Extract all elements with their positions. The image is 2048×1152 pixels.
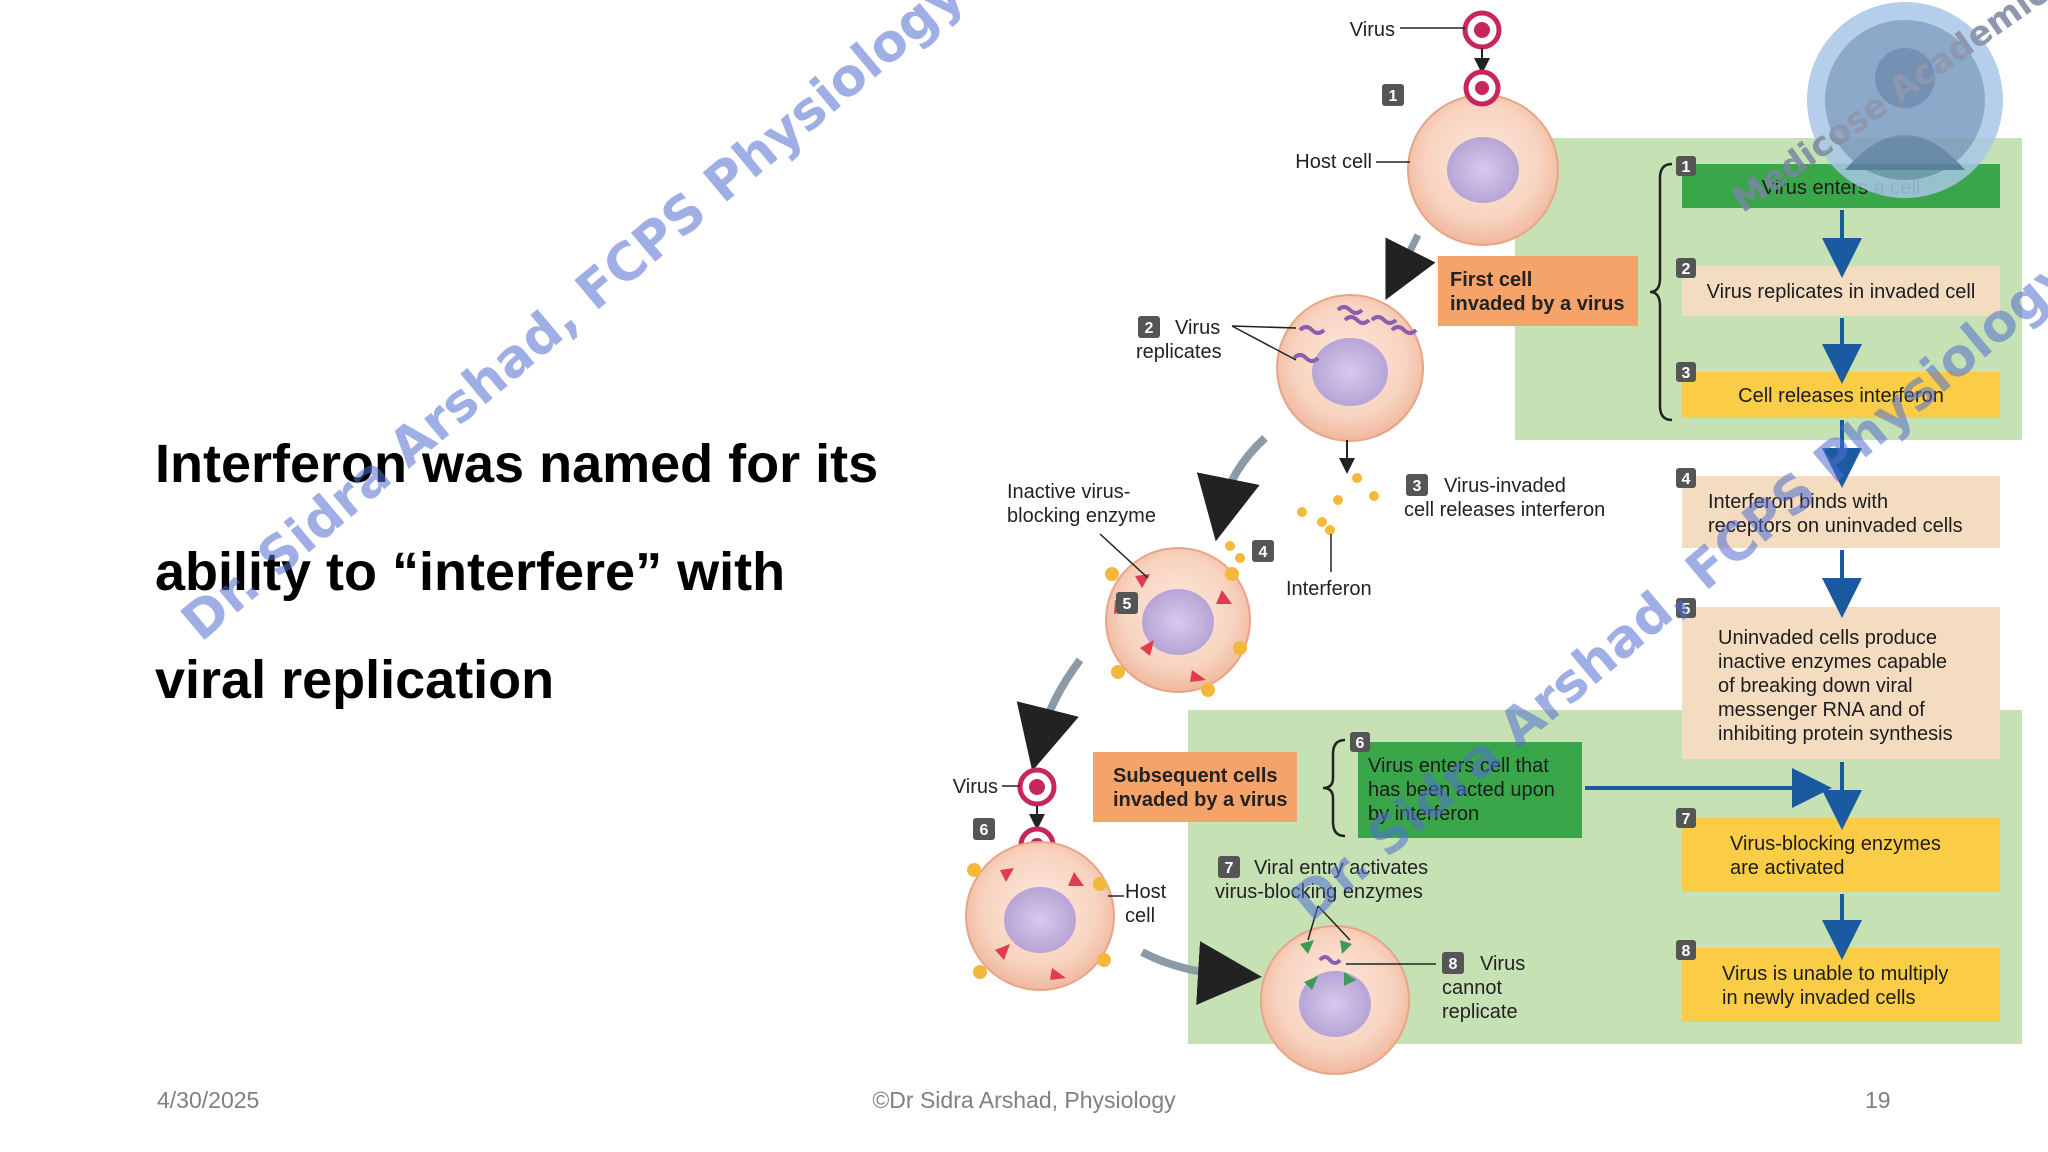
label-step3-b: cell releases interferon	[1404, 499, 1605, 521]
label-step8-b: cannot	[1442, 977, 1502, 999]
flow-4-text-b: receptors on uninvaded cells	[1708, 515, 1963, 537]
flow-2-text: Virus replicates in invaded cell	[1707, 281, 1976, 303]
body-line-3: viral replication	[155, 650, 555, 710]
footer-date: 4/30/2025	[157, 1087, 260, 1113]
svg-text:1: 1	[1682, 159, 1691, 176]
grey-arrow-4	[1140, 941, 1262, 1006]
interferon-dots	[1225, 473, 1379, 563]
page-number: 19	[1865, 1087, 1891, 1113]
label-inactive-b: blocking enzyme	[1007, 505, 1156, 527]
label-host-cell-bottom-b: cell	[1125, 905, 1155, 927]
host-cell-2-nucleus	[1312, 338, 1388, 406]
label-host-cell-bottom-a: Host	[1125, 881, 1167, 903]
flow-5-text-d: messenger RNA and of	[1718, 699, 1925, 721]
subsequent-box	[1093, 752, 1297, 822]
flow-7-text-a: Virus-blocking enzymes	[1730, 833, 1941, 855]
flow-5-text-e: inhibiting protein synthesis	[1718, 723, 1953, 745]
label-interferon: Interferon	[1286, 578, 1372, 600]
label-step8-a: Virus	[1480, 953, 1525, 975]
svg-text:2: 2	[1682, 261, 1691, 278]
active-enzymes	[1300, 940, 1356, 990]
receptors-4	[967, 863, 1111, 979]
svg-text:3: 3	[1682, 365, 1691, 382]
badge-6: 6	[980, 822, 989, 839]
svg-text:6: 6	[1356, 735, 1365, 752]
badge-4: 4	[1259, 544, 1268, 561]
enzymes-cell-4	[995, 868, 1084, 980]
step6-text-c: by interferon	[1368, 803, 1479, 825]
replicating-virus-rna	[1292, 305, 1418, 363]
first-cell-text-a: First cell	[1450, 269, 1532, 291]
grey-arrow-3	[1016, 657, 1084, 772]
step-badges: 1 2 3 4 5 6 7 8 1 2 3 4 5 6 7 8	[973, 84, 1696, 974]
flow-box-8	[1682, 948, 2000, 1022]
grey-arrow-1	[1385, 233, 1436, 301]
label-step7-b: virus-blocking enzymes	[1215, 881, 1423, 903]
badge-2: 2	[1145, 320, 1154, 337]
svg-text:7: 7	[1682, 811, 1691, 828]
body-line-1: Interferon was named for its	[155, 434, 879, 494]
subsequent-text-b: invaded by a virus	[1113, 789, 1288, 811]
step6-box	[1358, 742, 1582, 838]
label-step7-a: Viral entry activates	[1254, 857, 1428, 879]
label-host-cell: Host cell	[1295, 151, 1372, 173]
svg-text:4: 4	[1682, 471, 1691, 488]
label-step3-a: Virus-invaded	[1444, 475, 1566, 497]
step6-text-b: has been acted upon	[1368, 779, 1555, 801]
flow-8-text-a: Virus is unable to multiply	[1722, 963, 1948, 985]
flow-5-text-c: of breaking down viral	[1718, 675, 1913, 697]
subsequent-text-a: Subsequent cells	[1113, 765, 1278, 787]
label-virus-top: Virus	[1350, 19, 1395, 41]
first-cell-box	[1438, 256, 1638, 326]
host-cell-4-nucleus	[1004, 887, 1076, 953]
receptors-3	[1105, 567, 1247, 697]
flow-box-7	[1682, 818, 2000, 892]
host-cell-1-nucleus	[1447, 137, 1519, 203]
brace-top	[1649, 162, 1673, 422]
svg-text:8: 8	[1682, 943, 1691, 960]
flow-box-5	[1682, 607, 2000, 759]
flow-5-text-a: Uninvaded cells produce	[1718, 627, 1937, 649]
flow-5-text-b: inactive enzymes capable	[1718, 651, 1947, 673]
brace-bottom	[1322, 738, 1346, 838]
first-cell-text-b: invaded by a virus	[1450, 293, 1625, 315]
host-cell-3-nucleus	[1142, 589, 1214, 655]
slide-body-text: Interferon was named for its ability to …	[155, 410, 935, 734]
flow-3-text: Cell releases interferon	[1738, 385, 1944, 407]
host-cell-5-nucleus	[1299, 971, 1371, 1037]
badge-5: 5	[1123, 596, 1132, 613]
label-step2-a: Virus	[1175, 317, 1220, 339]
flow-4-text-a: Interferon binds with	[1708, 491, 1888, 513]
badge-3: 3	[1413, 478, 1422, 495]
label-step2-b: replicates	[1136, 341, 1222, 363]
flow-8-text-b: in newly invaded cells	[1722, 987, 1915, 1009]
label-inactive-a: Inactive virus-	[1007, 481, 1130, 503]
badge-1: 1	[1389, 88, 1398, 105]
body-line-2: ability to “interfere” with	[155, 542, 786, 602]
step6-text-a: Virus enters cell that	[1368, 755, 1549, 777]
footer-copyright: ©Dr Sidra Arshad, Physiology	[872, 1087, 1176, 1113]
svg-text:5: 5	[1682, 601, 1691, 618]
badge-7: 7	[1225, 860, 1234, 877]
label-step8-c: replicate	[1442, 1001, 1518, 1023]
badge-8: 8	[1449, 956, 1458, 973]
label-virus-bottom: Virus	[953, 776, 998, 798]
flow-7-text-b: are activated	[1730, 857, 1845, 879]
flow-box-4	[1682, 476, 2000, 548]
grey-arrow-2	[1196, 435, 1268, 542]
